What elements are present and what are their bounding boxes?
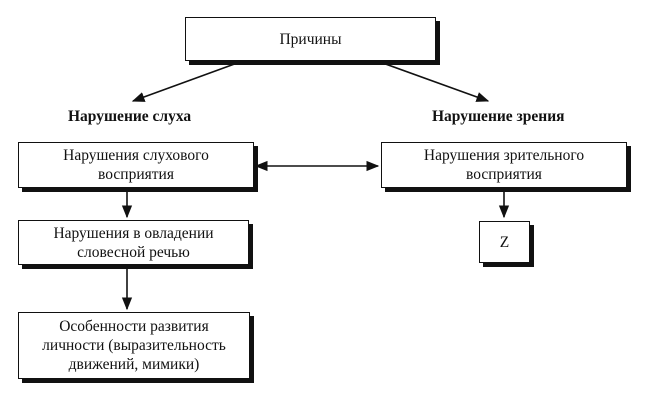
z-label: Z [499,233,510,251]
root-box: Причины [185,17,436,61]
branch-label-vision: Нарушение зрения [432,108,565,125]
arrow-root-to-hearing [131,61,241,102]
branch-label-hearing: Нарушение слуха [68,108,192,125]
personality-features-line1: Особенности развития [59,318,209,335]
verbal-speech-line2: словесной речью [77,243,190,261]
visual-perception-line2: восприятия [466,166,542,183]
arrow-root-to-vision [379,61,490,102]
visual-perception-line1: Нарушения зрительного [423,147,585,164]
verbal-speech-line1: Нарушения в овладении [53,224,214,242]
personality-features-line2: личности (выразительность [42,337,226,354]
hearing-perception-box: Нарушения слухового восприятия [18,142,254,188]
visual-perception-box: Нарушения зрительного восприятия [381,142,627,188]
root-label: Причины [279,30,342,48]
personality-features-line3: движений, мимики) [68,356,200,373]
hearing-perception-line2: восприятия [98,166,174,183]
verbal-speech-box: Нарушения в овладении словесной речью [18,220,249,265]
personality-features-box: Особенности развития личности (выразител… [18,312,250,379]
z-box: Z [479,221,530,263]
hearing-perception-line1: Нарушения слухового [63,147,209,164]
